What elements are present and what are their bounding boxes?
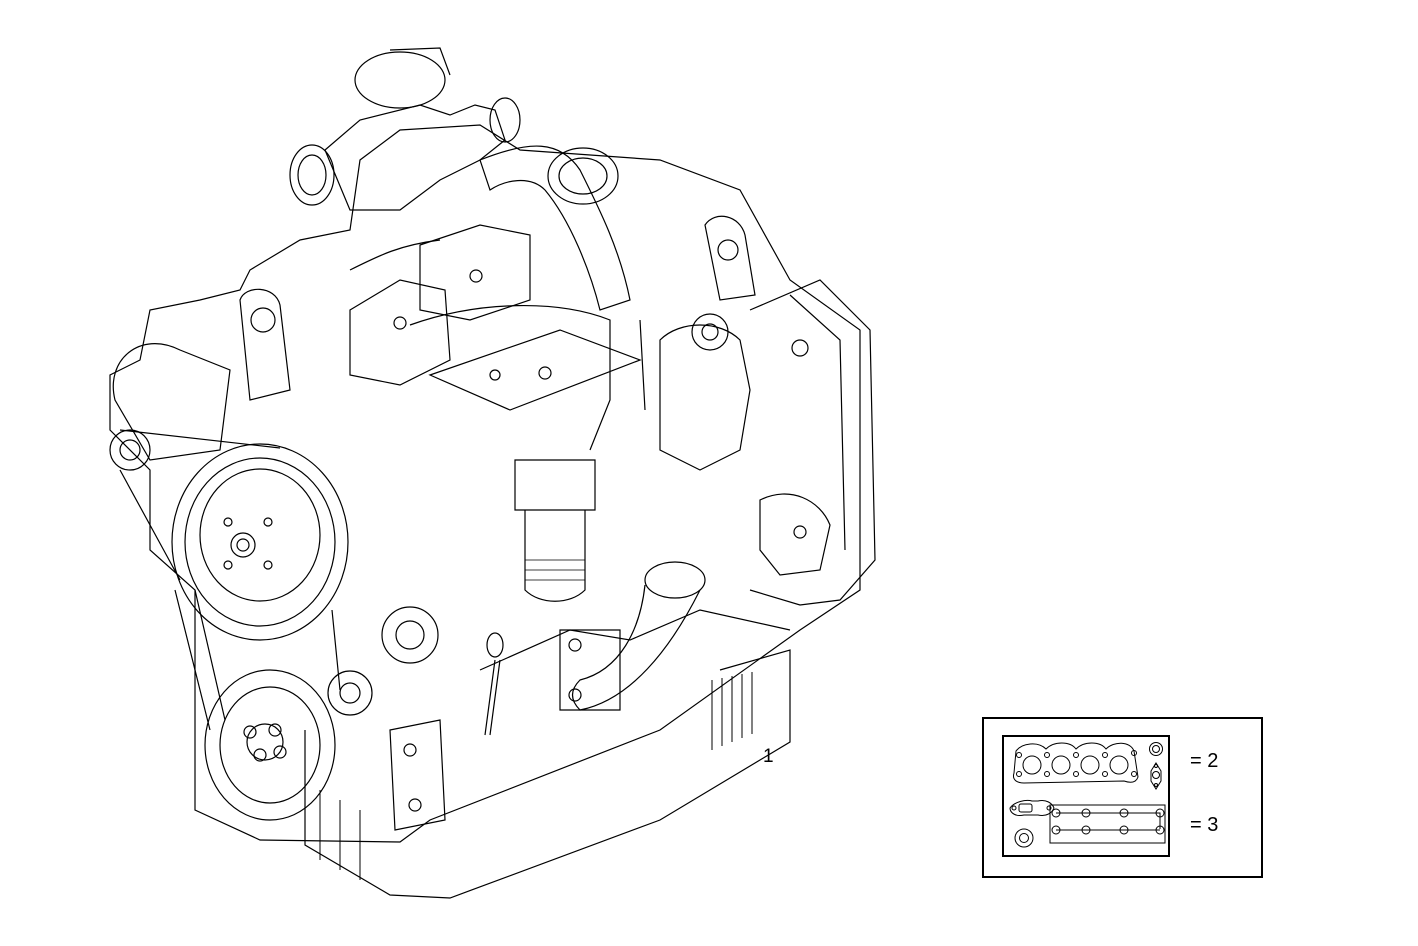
engine-assembly-drawing <box>100 30 900 910</box>
seal-ring-icon <box>1149 742 1163 756</box>
gasket-kit-drawing <box>1009 742 1166 848</box>
head-gasket-icon <box>1013 742 1139 784</box>
oval-flange-icon <box>1150 762 1162 790</box>
seal-ring-icon-2 <box>1014 828 1034 848</box>
kit-label-2: = 2 <box>1190 750 1219 772</box>
callout-1: 1 <box>763 746 774 767</box>
gasket-kit-frame <box>1002 735 1170 857</box>
exhaust-flange-icon <box>1009 799 1055 816</box>
engine-line-art <box>109 47 876 899</box>
manifold-gasket-icon <box>1049 804 1166 844</box>
kit-label-3: = 3 <box>1190 814 1219 836</box>
